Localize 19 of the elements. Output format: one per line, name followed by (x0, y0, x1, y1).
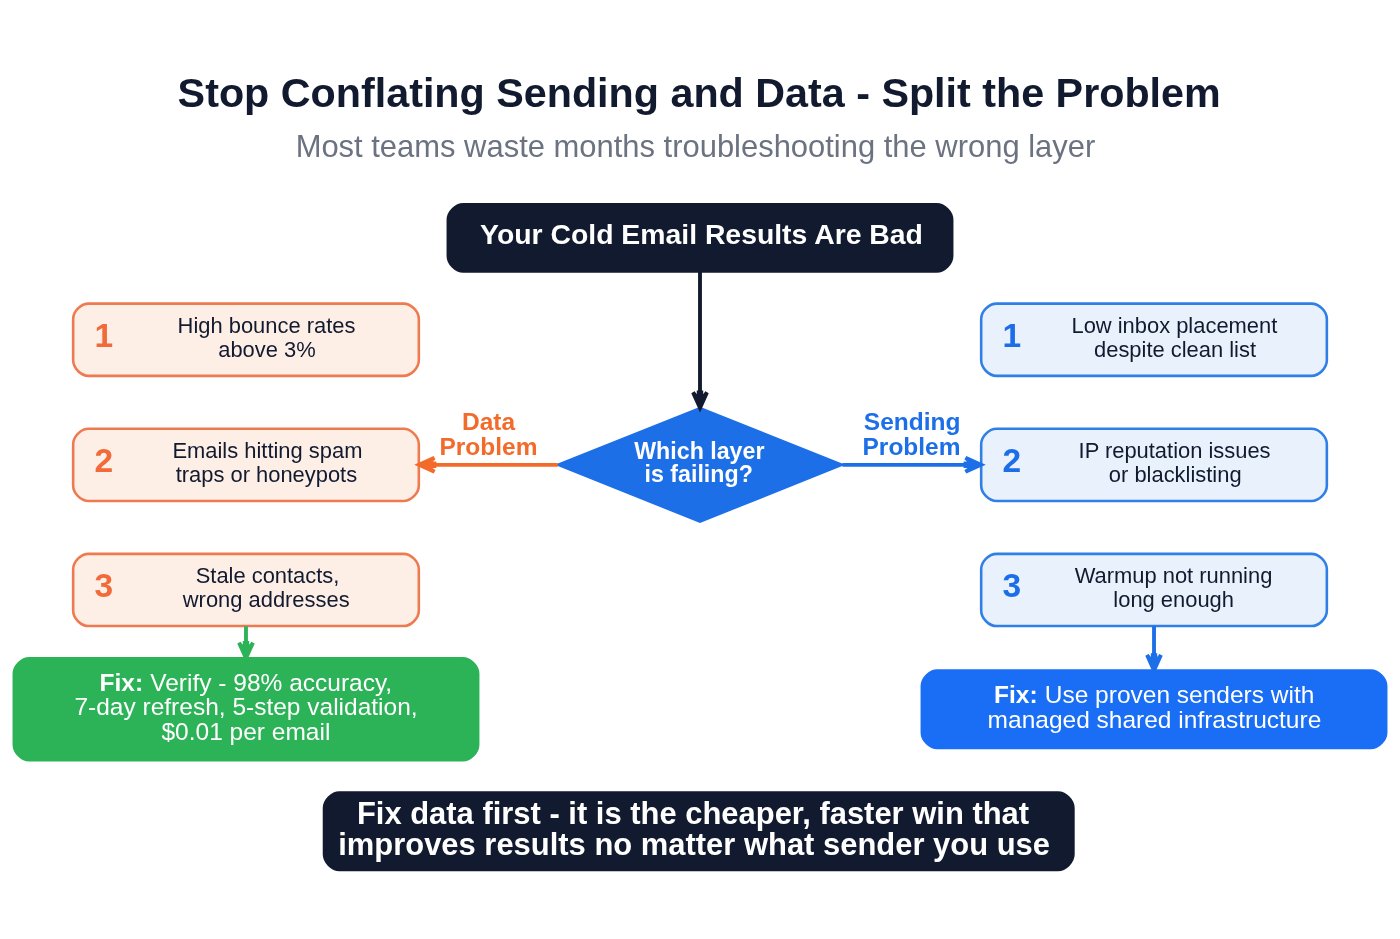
node-box: 1 Low inbox placement despite clean list (979, 301, 1329, 377)
arrow (1145, 625, 1163, 672)
arrow (237, 625, 255, 660)
edge-label: Sending Problem (862, 407, 961, 460)
node-box: 3 Stale contacts, wrong addresses (71, 552, 421, 627)
node-box: Your Cold Email Results Are Bad (446, 202, 954, 273)
node-box: 2 IP reputation issues or blacklisting (979, 426, 1329, 502)
arrow (842, 455, 983, 474)
node-box: 3 Warmup not running long enough (979, 552, 1329, 627)
arrow (691, 271, 709, 410)
arrow (417, 455, 558, 474)
node-box: Fix data first - it is the cheaper, faster win that improves results no matter what sender you use (322, 790, 1075, 871)
edge-label: Data Problem (439, 407, 538, 460)
diagram-title: Stop Conflating Sending and Data - Split the Problem (177, 69, 1221, 116)
node-box: Fix: Use proven senders with managed shared infrastructure (920, 668, 1388, 749)
node-box: 2 Emails hitting spam traps or honeypots (71, 426, 421, 502)
node-box: 1 High bounce rates above 3% (71, 301, 421, 377)
label: Most teams waste months troubleshooting the wrong layer (295, 128, 1096, 164)
node-box: Fix: Verify - 98% accuracy, 7-day refresh, 5-step validation, $0.01 per email (12, 656, 480, 761)
